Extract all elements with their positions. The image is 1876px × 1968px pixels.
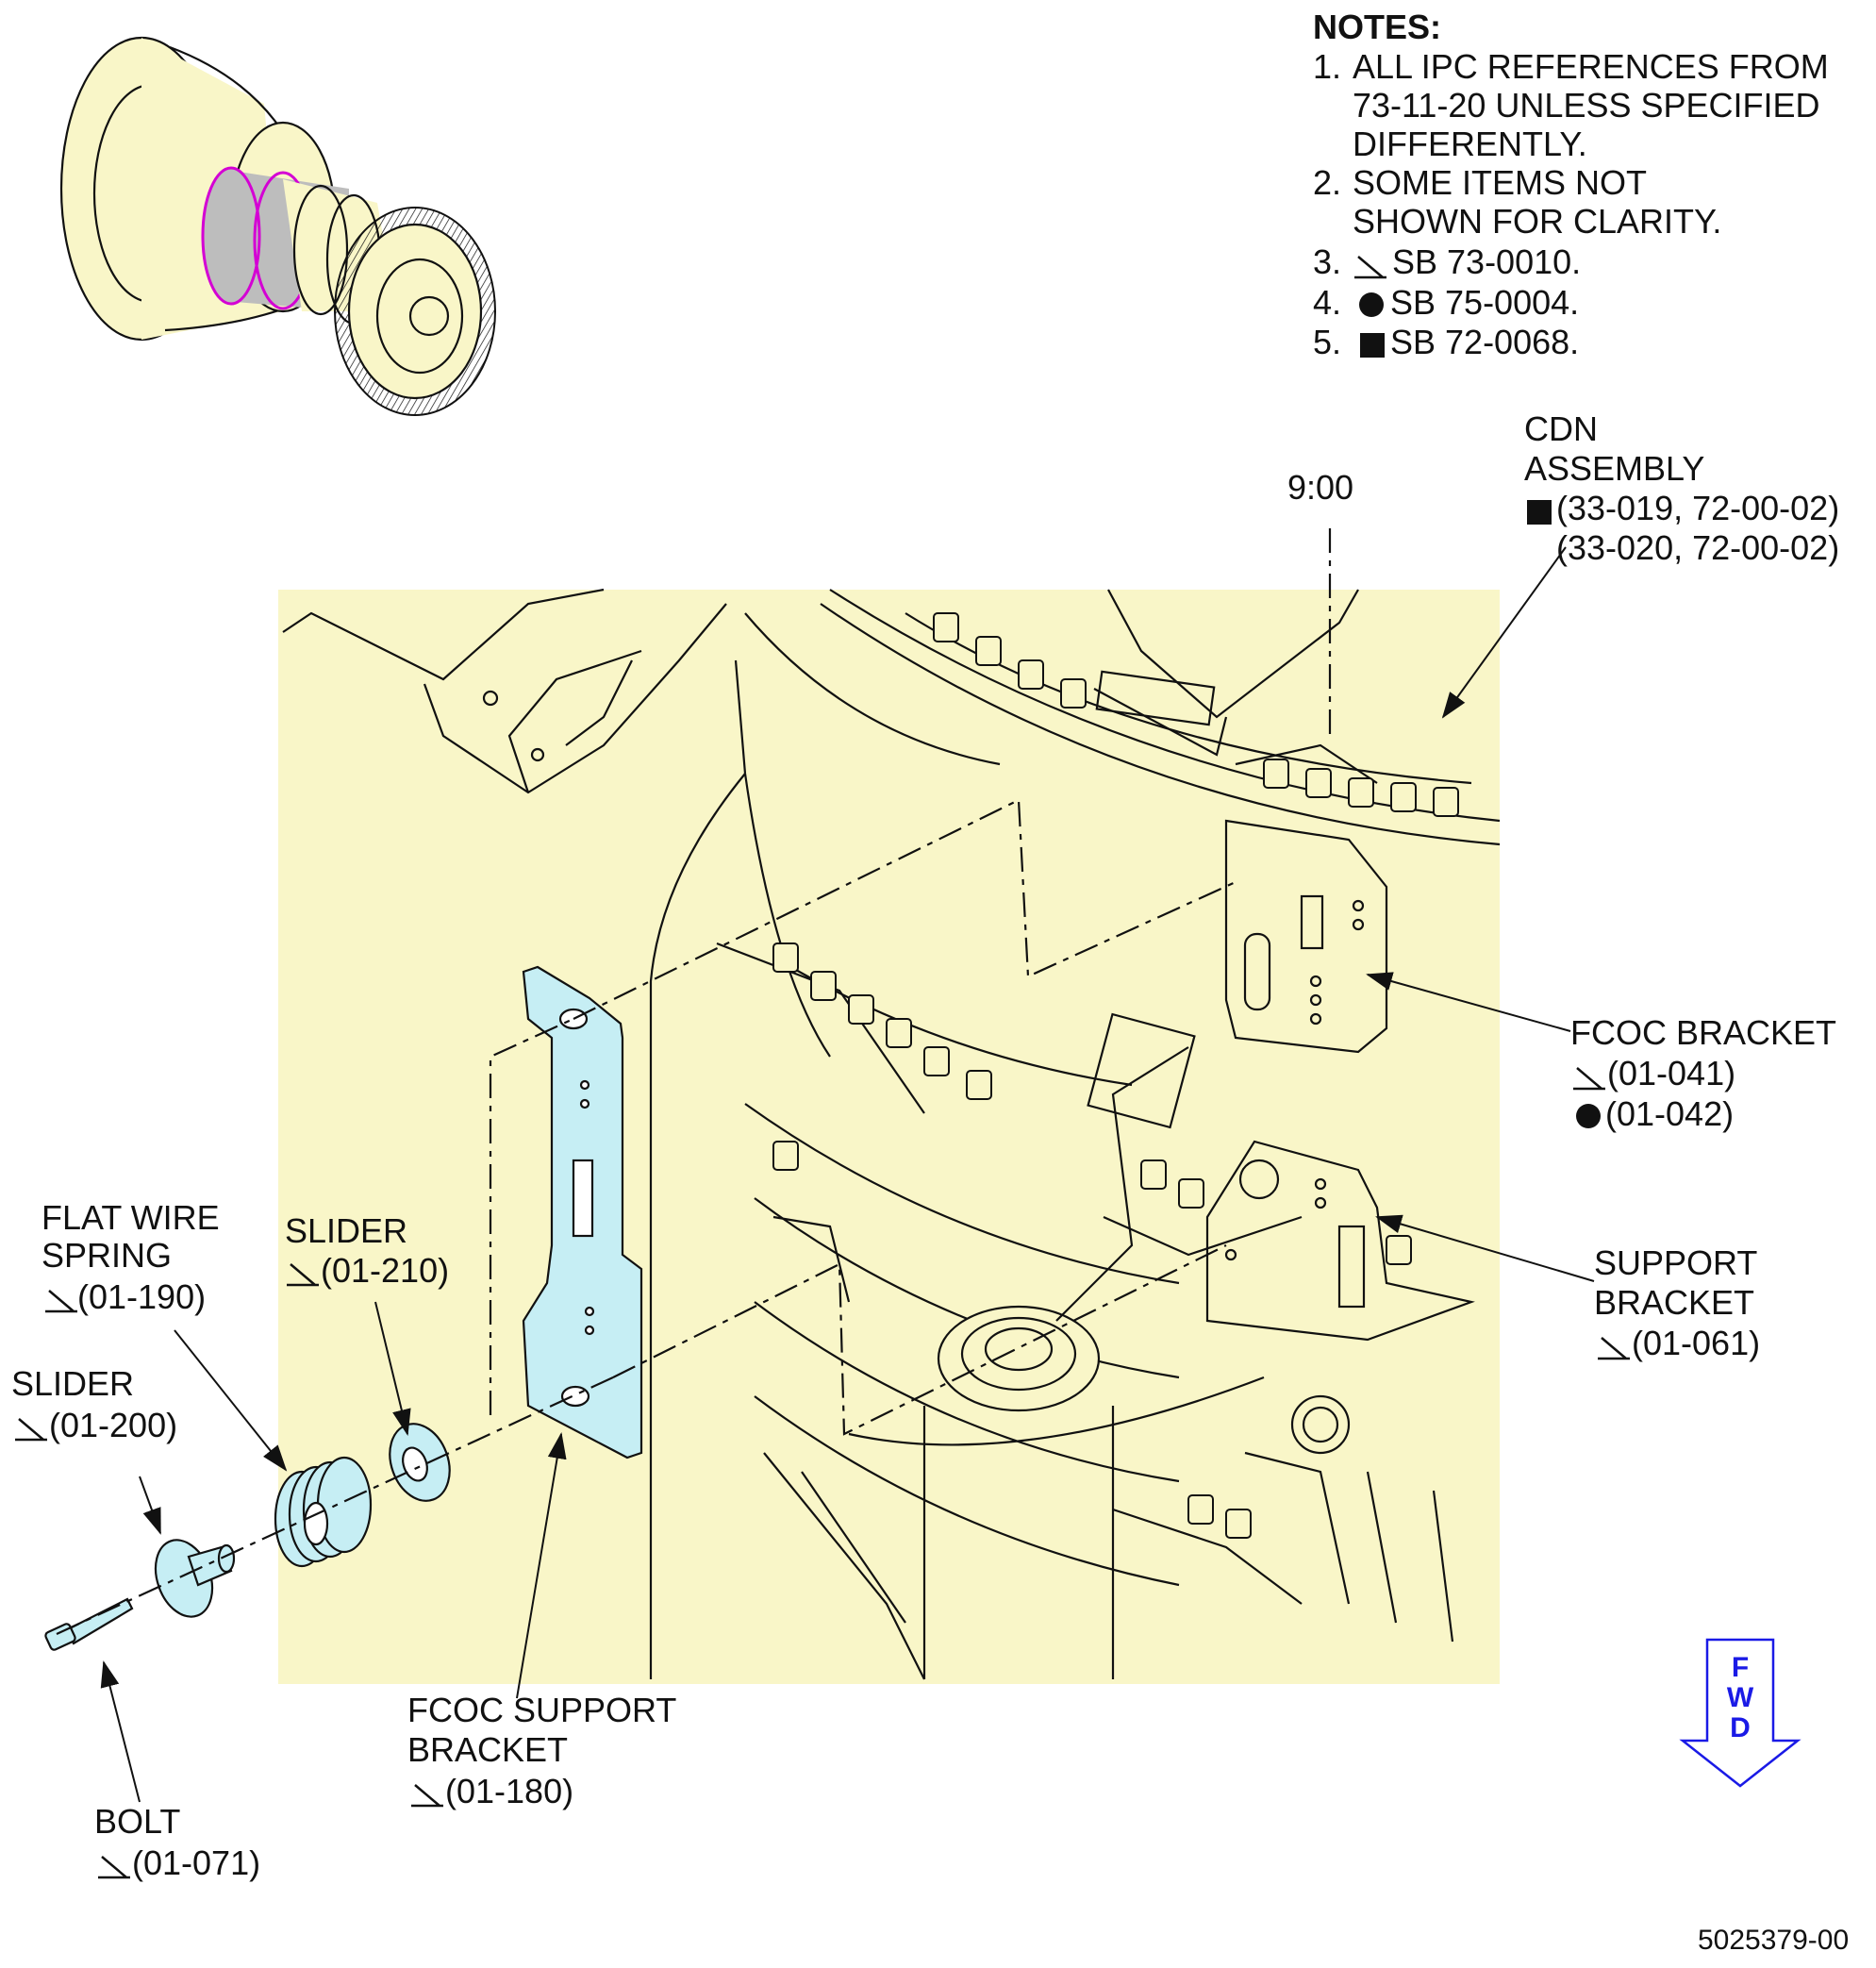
- fcoc-support-bracket-line-2: BRACKET: [407, 1730, 569, 1769]
- slider-200-ref: (01-200): [49, 1406, 178, 1444]
- sb-triangle-icon: [1598, 1337, 1630, 1360]
- fcoc-bracket-ref-1: (01-041): [1607, 1054, 1736, 1092]
- sb-square-icon: [1360, 333, 1385, 358]
- sb-triangle-icon: [1354, 256, 1386, 279]
- note-1-number: 1.: [1313, 47, 1342, 86]
- note-1-line-2: 73-11-20 UNLESS SPECIFIED: [1353, 86, 1820, 125]
- sb-triangle-icon: [15, 1418, 47, 1442]
- sb-circle-icon: [1576, 1104, 1601, 1128]
- sb-circle-icon: [1359, 292, 1384, 317]
- bolt-label: BOLT: [94, 1802, 181, 1841]
- support-bracket-line-1: SUPPORT: [1594, 1243, 1758, 1282]
- slider-210-ref: (01-210): [321, 1251, 450, 1290]
- cdn-ref-1: (33-019, 72-00-02): [1556, 489, 1840, 527]
- fwd-letter-w: W: [1726, 1682, 1754, 1713]
- fwd-letter-d: D: [1730, 1712, 1751, 1743]
- note-4-text: SB 75-0004.: [1390, 283, 1580, 322]
- note-2-number: 2.: [1313, 163, 1342, 202]
- ring-bolt-heads: [772, 612, 1459, 1539]
- sb-square-icon: [1527, 500, 1552, 525]
- leader-lines: [100, 546, 1595, 1803]
- clock-position-label: 9:00: [1287, 468, 1354, 507]
- note-4-number: 4.: [1313, 283, 1342, 322]
- note-1-line-3: DIFFERENTLY.: [1353, 125, 1587, 163]
- figure-id: 5025379-00: [1698, 1925, 1850, 1956]
- fcoc-bracket-label: FCOC BRACKET: [1570, 1013, 1837, 1052]
- sb-triangle-icon: [1573, 1067, 1605, 1091]
- sb-triangle-icon: [45, 1290, 77, 1313]
- bolt-ref: (01-071): [132, 1843, 261, 1882]
- sb-triangle-icon: [287, 1263, 319, 1287]
- support-bracket-ref: (01-061): [1632, 1324, 1761, 1362]
- notes-title: NOTES:: [1313, 8, 1442, 46]
- flat-wire-spring-line-2: SPRING: [42, 1236, 173, 1275]
- slider-210-label: SLIDER: [285, 1211, 408, 1250]
- slider-200-label: SLIDER: [11, 1364, 135, 1403]
- fwd-letter-f: F: [1731, 1652, 1750, 1683]
- flat-wire-spring-ref: (01-190): [77, 1277, 207, 1316]
- note-1-line-1: ALL IPC REFERENCES FROM: [1353, 47, 1829, 86]
- cdn-label-line-2: ASSEMBLY: [1524, 449, 1705, 488]
- bolt-part: [44, 1597, 134, 1651]
- note-2-line-2: SHOWN FOR CLARITY.: [1353, 202, 1722, 241]
- note-2-line-1: SOME ITEMS NOT: [1353, 163, 1648, 202]
- support-bracket-line-2: BRACKET: [1594, 1283, 1755, 1322]
- note-5-number: 5.: [1313, 323, 1342, 361]
- fcoc-bracket-ref-2: (01-042): [1605, 1094, 1735, 1133]
- sb-triangle-icon: [411, 1784, 443, 1808]
- fcoc-support-bracket-ref: (01-180): [445, 1772, 574, 1810]
- fcoc-support-bracket-line-1: FCOC SUPPORT: [407, 1691, 677, 1729]
- note-3-text: SB 73-0010.: [1392, 242, 1582, 281]
- slider-210-part: [389, 1423, 451, 1502]
- slider-200-part: [154, 1539, 236, 1618]
- sb-triangle-icon: [98, 1856, 130, 1879]
- flat-wire-spring-line-1: FLAT WIRE: [42, 1198, 220, 1237]
- note-5-text: SB 72-0068.: [1390, 323, 1580, 361]
- assembly-lines: [56, 528, 1332, 1635]
- engine-scene: [278, 588, 1501, 1684]
- cdn-label-line-1: CDN: [1524, 409, 1598, 448]
- cdn-ref-2: (33-020, 72-00-02): [1556, 528, 1840, 567]
- engine-locator-inset: [59, 36, 496, 416]
- note-3-number: 3.: [1313, 242, 1342, 281]
- fwd-arrow-icon: [1679, 1638, 1801, 1788]
